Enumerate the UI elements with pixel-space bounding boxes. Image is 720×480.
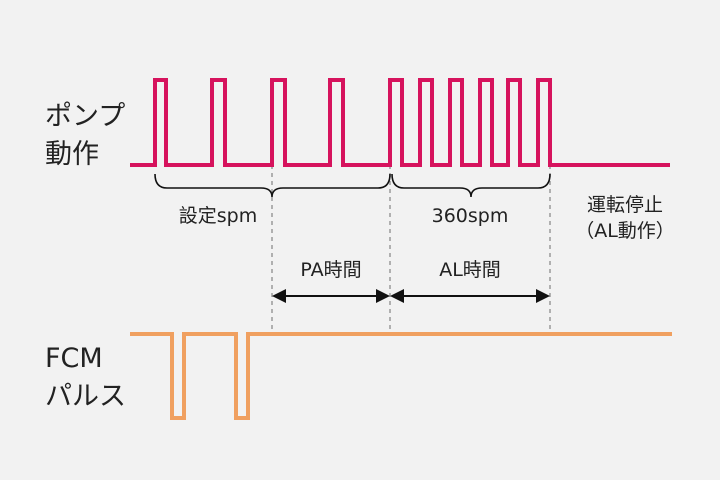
al-time-label: AL時間 xyxy=(437,259,503,282)
pump-label-line2: 動作 xyxy=(45,139,99,170)
pump-label-line1: ポンプ xyxy=(45,101,126,132)
fcm-label: FCM パルス xyxy=(45,340,126,416)
stop-label: 運転停止 （AL動作） xyxy=(575,192,675,244)
brace-360spm xyxy=(391,173,551,198)
pa-time-arrow xyxy=(272,289,390,303)
fcm-waveform xyxy=(130,332,672,420)
pa-time-label: PA時間 xyxy=(298,259,364,282)
set-spm-label: 設定spm xyxy=(178,205,258,227)
fcm-label-line2: パルス xyxy=(45,381,126,412)
pump-label: ポンプ 動作 xyxy=(45,98,125,174)
stop-label-line1: 運転停止 xyxy=(586,194,663,216)
brace-set-spm xyxy=(154,173,391,198)
fcm-label-line1: FCM xyxy=(45,343,103,374)
al-time-arrow xyxy=(390,289,550,303)
stop-label-line2: （AL動作） xyxy=(575,220,675,242)
pump-waveform xyxy=(130,78,670,167)
spm360-label: 360spm xyxy=(431,205,509,227)
